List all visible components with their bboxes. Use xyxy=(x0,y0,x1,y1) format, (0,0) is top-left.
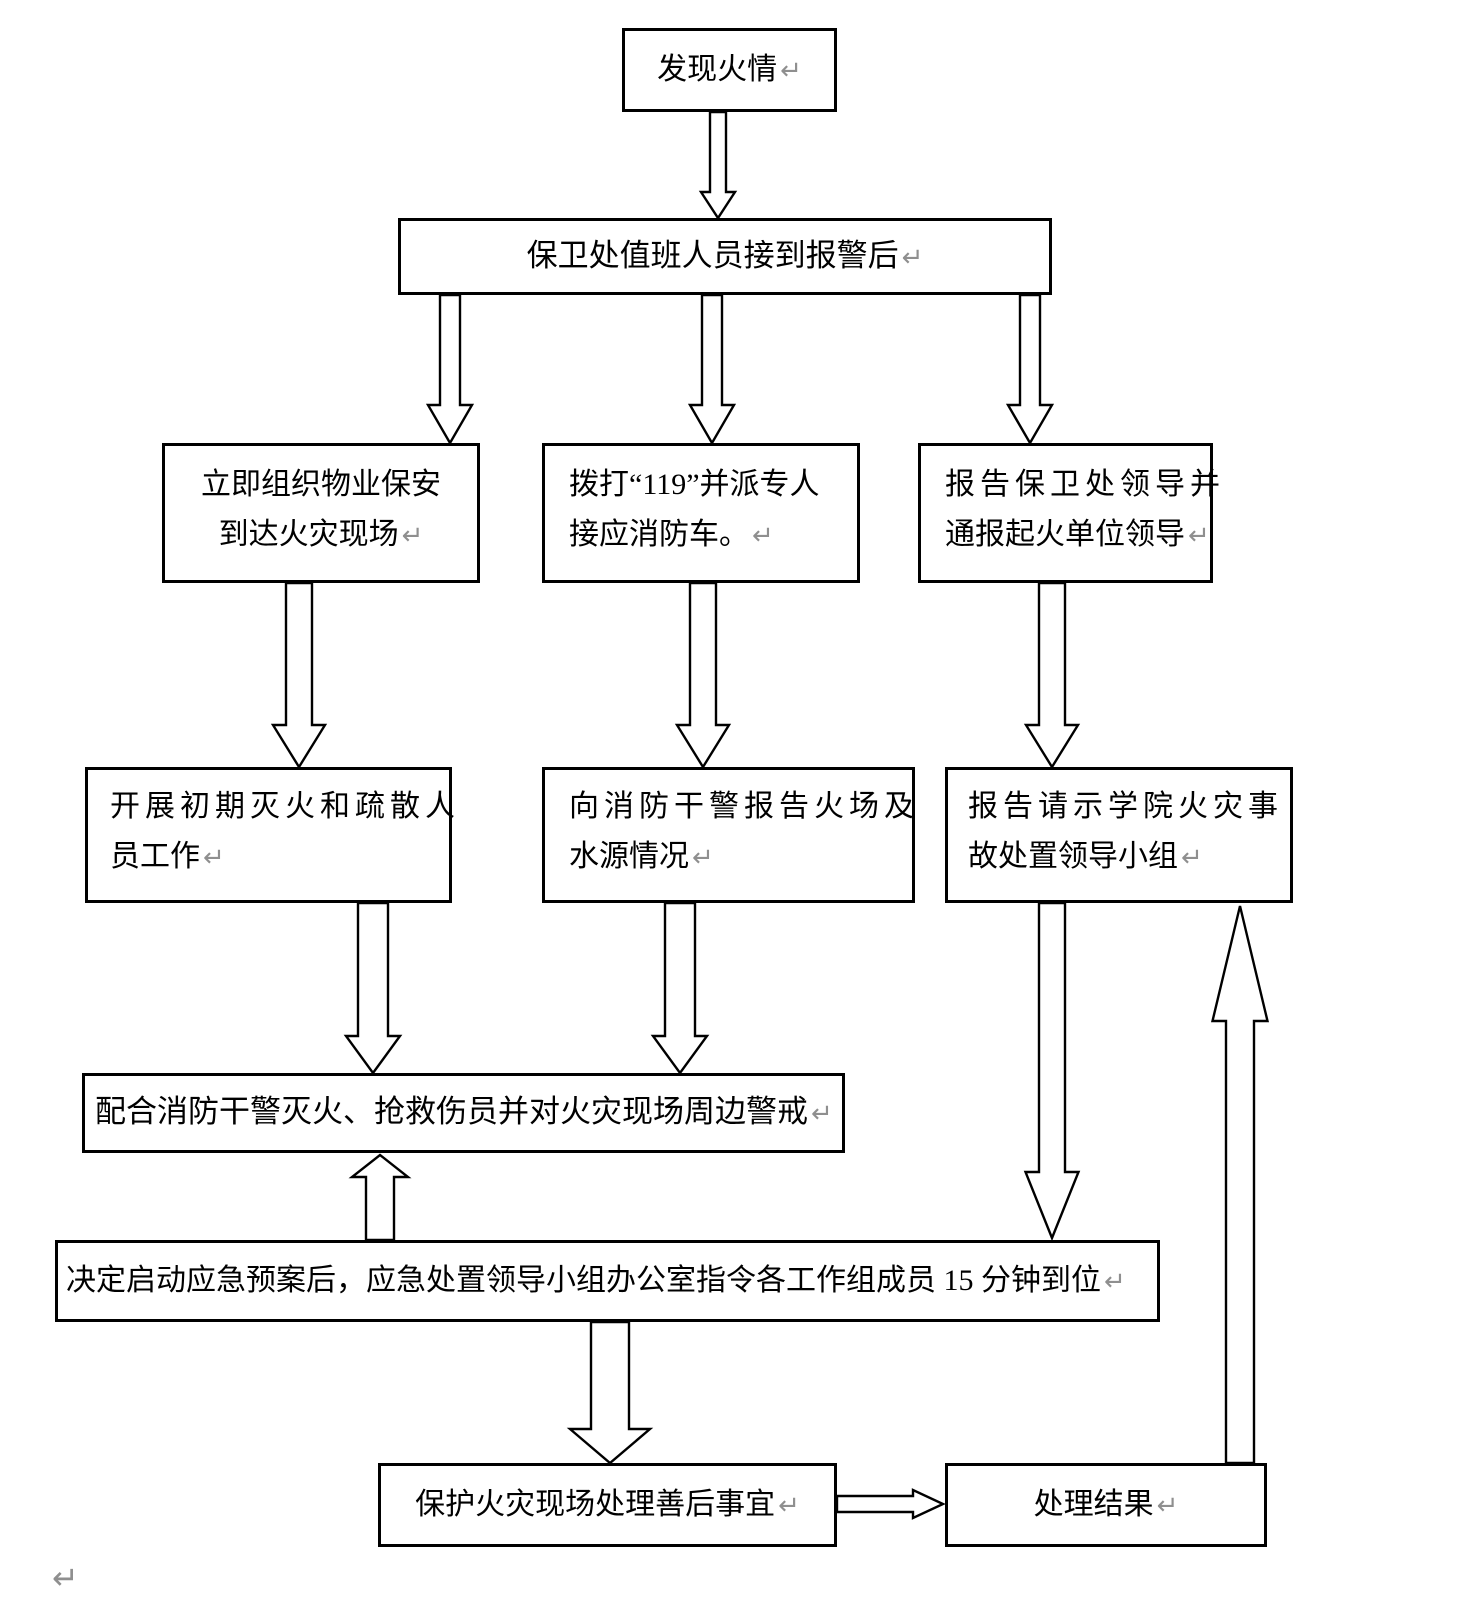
node-protect-scene: 保护火灾现场处理善后事宜↵ xyxy=(378,1463,837,1547)
node-initial-firefighting-line1: 开展初期灭火和疏散人 xyxy=(110,790,460,823)
node-report-security-leaders-line1: 报告保卫处领导并 xyxy=(945,468,1225,501)
paragraph-return-icon: ↵ xyxy=(1188,521,1210,551)
node-inform-fire-police-line1: 向消防干警报告火场及 xyxy=(569,790,919,823)
node-report-leading-group-line2: 故处置领导小组 xyxy=(968,840,1178,873)
arrow-result-to-report-group xyxy=(1210,905,1270,1465)
node-organize-security: 立即组织物业保安 到达火灾现场↵ xyxy=(162,443,480,583)
paragraph-return-icon: ↵ xyxy=(692,843,714,873)
arrow-report-leaders-to-report-group xyxy=(1023,581,1081,770)
node-report-security-leaders: 报告保卫处领导并 通报起火单位领导↵ xyxy=(918,443,1225,583)
node-activate-emergency-plan: 决定启动应急预案后，应急处置领导小组办公室指令各工作组成员 15 分钟到位↵ xyxy=(55,1240,1160,1322)
paragraph-return-icon: ↵ xyxy=(52,1559,79,1597)
node-cooperate-firefighting-label: 配合消防干警灭火、抢救伤员并对火灾现场周边警戒 xyxy=(95,1094,808,1129)
node-report-leading-group-line1: 报告请示学院火灾事 xyxy=(968,790,1283,823)
node-protect-scene-label: 保护火灾现场处理善后事宜 xyxy=(415,1487,776,1521)
arrow-duty-to-report-leaders xyxy=(1005,293,1055,446)
paragraph-return-icon: ↵ xyxy=(1156,1490,1179,1521)
node-initial-firefighting-line2: 员工作 xyxy=(110,840,200,873)
paragraph-return-icon: ↵ xyxy=(901,242,924,273)
paragraph-return-icon: ↵ xyxy=(778,1490,800,1521)
node-initial-firefighting: 开展初期灭火和疏散人 员工作↵ xyxy=(85,767,460,903)
paragraph-return-icon: ↵ xyxy=(1104,1266,1126,1297)
node-report-leading-group: 报告请示学院火灾事 故处置领导小组↵ xyxy=(945,767,1293,903)
arrow-call119-to-inform-police xyxy=(674,581,732,770)
node-duty-alarm-received: 保卫处值班人员接到报警后↵ xyxy=(398,218,1052,295)
arrow-initial-work-to-cooperate xyxy=(343,901,403,1076)
node-organize-security-line1: 立即组织物业保安 xyxy=(201,468,441,501)
node-handling-result: 处理结果↵ xyxy=(945,1463,1267,1547)
arrow-inform-police-to-cooperate xyxy=(650,901,710,1076)
node-call-119-line2: 接应消防车。 xyxy=(569,518,749,551)
arrow-discover-to-duty xyxy=(698,110,738,221)
node-discover-fire: 发现火情↵ xyxy=(622,28,837,112)
arrow-protect-to-result xyxy=(835,1488,946,1520)
paragraph-return-icon: ↵ xyxy=(811,1099,833,1129)
node-inform-fire-police: 向消防干警报告火场及 水源情况↵ xyxy=(542,767,915,903)
paragraph-return-icon: ↵ xyxy=(780,55,802,86)
node-handling-result-label: 处理结果 xyxy=(1033,1487,1154,1521)
paragraph-return-icon: ↵ xyxy=(1181,843,1203,873)
node-inform-fire-police-line2: 水源情况 xyxy=(569,840,689,873)
paragraph-return-icon: ↵ xyxy=(203,843,225,873)
node-organize-security-line2: 到达火灾现场 xyxy=(218,518,399,551)
arrow-duty-to-call119 xyxy=(687,293,737,446)
node-activate-emergency-plan-label: 决定启动应急预案后，应急处置领导小组办公室指令各工作组成员 15 分钟到位 xyxy=(66,1263,1101,1297)
arrow-duty-to-organize xyxy=(425,293,475,446)
node-call-119-line1: 拨打“119”并派专人 xyxy=(569,468,820,501)
arrow-organize-to-initial-work xyxy=(270,581,328,770)
node-cooperate-firefighting: 配合消防干警灭火、抢救伤员并对火灾现场周边警戒↵ xyxy=(82,1073,845,1153)
paragraph-return-icon: ↵ xyxy=(752,521,774,551)
node-discover-fire-label: 发现火情 xyxy=(657,52,778,86)
node-report-security-leaders-line2: 通报起火单位领导 xyxy=(945,518,1185,551)
arrow-activate-to-protect xyxy=(566,1320,654,1465)
paragraph-return-icon: ↵ xyxy=(401,521,424,551)
node-call-119: 拨打“119”并派专人 接应消防车。↵ xyxy=(542,443,860,583)
arrow-activate-to-cooperate xyxy=(348,1153,412,1242)
node-duty-alarm-received-label: 保卫处值班人员接到报警后 xyxy=(526,237,899,273)
arrow-report-group-to-activate xyxy=(1023,901,1081,1242)
